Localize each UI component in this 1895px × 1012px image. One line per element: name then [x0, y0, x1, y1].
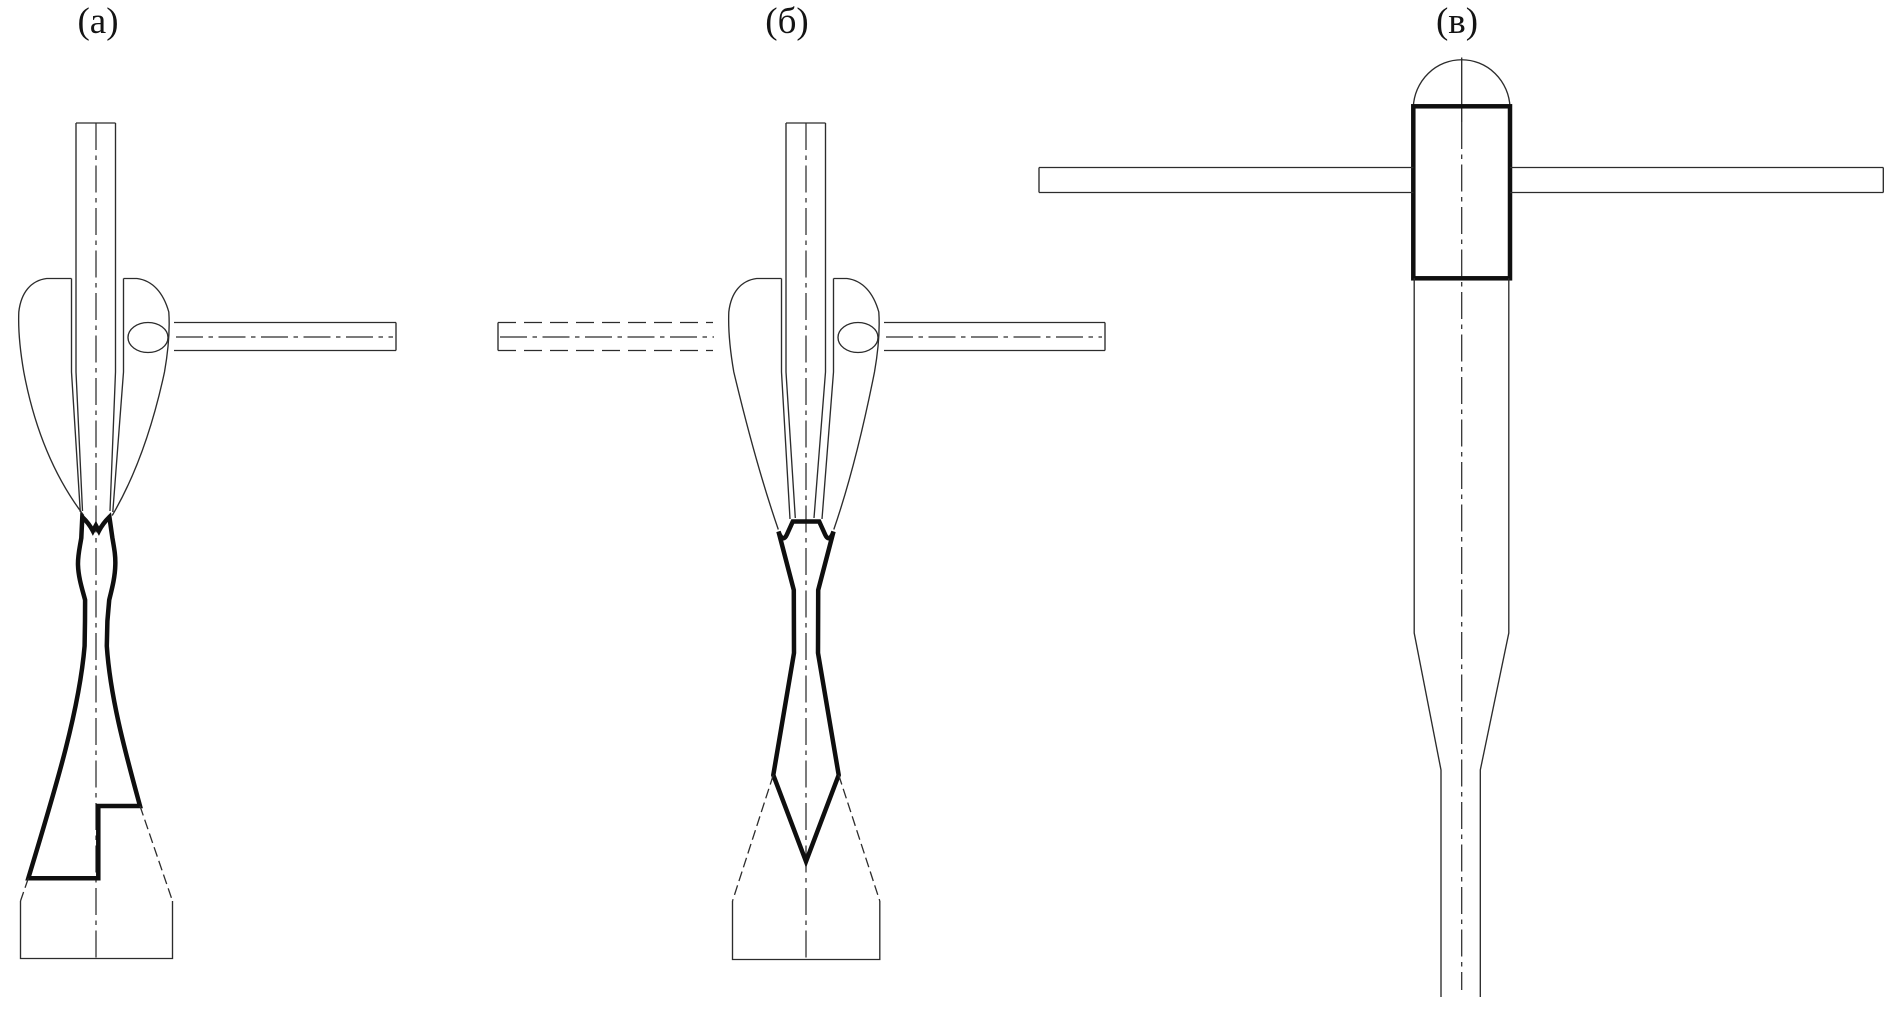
grip-slot-right-wall — [821, 278, 835, 520]
cross-bar-left — [1038, 166, 1414, 194]
grip-slot-right-wall — [112, 278, 125, 513]
phantom-bar-dashed — [498, 321, 713, 352]
figure-v-label: (в) — [1435, 1, 1479, 42]
mold-box — [731, 901, 881, 961]
guide-tube-right-wall — [1479, 278, 1510, 997]
grip-slot-left-wall — [70, 278, 81, 513]
mold-hidden-edge-right — [838, 774, 881, 902]
grip-holder-right-outline — [833, 277, 880, 530]
pivot-ellipse — [837, 321, 879, 354]
specimen-outline — [25, 511, 143, 881]
grip-holder-left-outline — [728, 277, 782, 530]
grip-slot-left-wall — [780, 278, 791, 520]
mold-hidden-edge-left — [731, 774, 774, 902]
cross-bar-right — [1510, 166, 1884, 194]
figure-a — [18, 122, 397, 960]
pull-rod-right-wall — [109, 123, 117, 512]
figure-v — [1038, 57, 1884, 997]
figure-a-label: (а) — [77, 1, 119, 42]
guide-tube-left-wall — [1413, 278, 1442, 997]
mold-hidden-edge-right — [139, 805, 174, 902]
pull-rod-left-wall — [785, 123, 796, 519]
specimen-outline — [770, 519, 842, 868]
pivot-ellipse — [127, 321, 169, 354]
mold-hidden-edge-left — [19, 878, 29, 902]
figure-b — [497, 122, 1106, 961]
grip-holder-left-outline — [18, 277, 85, 516]
pull-rod-right-wall — [813, 123, 827, 519]
handle-bar — [174, 321, 397, 352]
pull-rod-left-wall — [75, 123, 84, 512]
mold-box — [19, 901, 174, 960]
figure-b-label: (б) — [765, 1, 809, 42]
handle-bar — [884, 321, 1106, 352]
grip-holder-right-outline — [111, 277, 170, 516]
